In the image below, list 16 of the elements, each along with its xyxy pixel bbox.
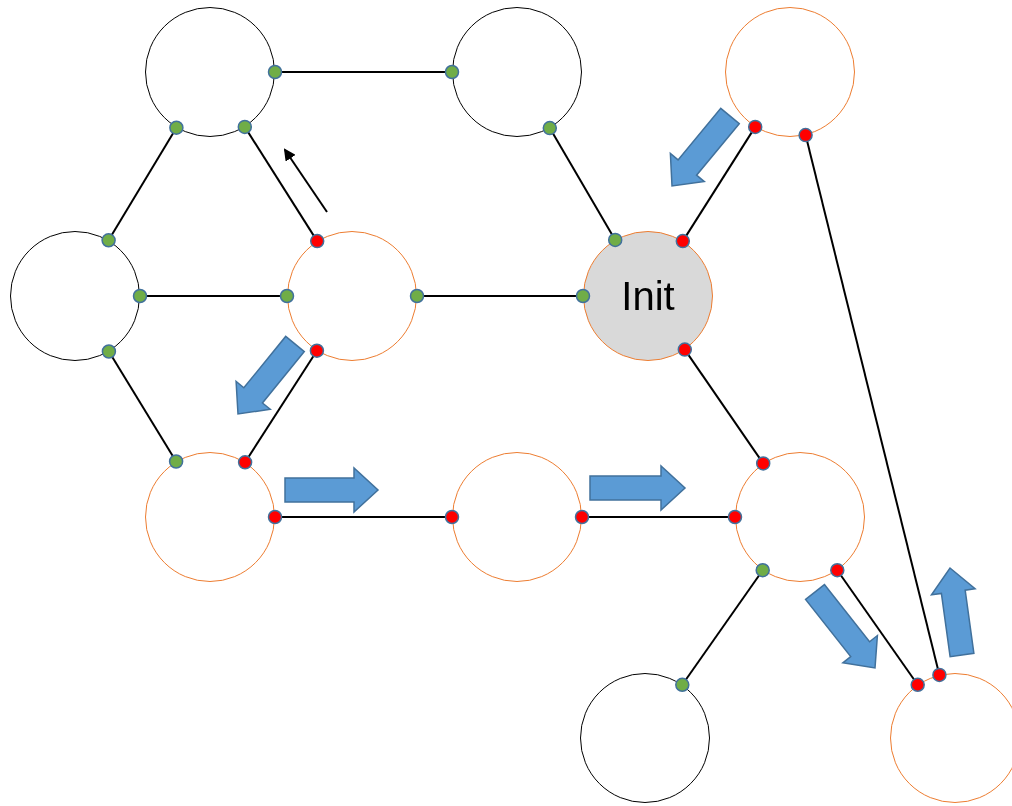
connector-line <box>132 288 295 304</box>
connector-line <box>237 343 325 470</box>
connector-line <box>237 119 325 249</box>
connector-line <box>830 562 925 693</box>
connector-line <box>409 288 591 304</box>
connector-line <box>267 509 460 525</box>
connector-line <box>675 562 770 693</box>
connector-line <box>267 64 460 80</box>
connector-line <box>101 120 184 248</box>
connector-line <box>798 127 947 683</box>
connector-line <box>542 120 623 248</box>
connector-line <box>677 342 771 471</box>
connector-line <box>574 509 743 525</box>
connector-line <box>101 344 184 469</box>
state-label: Init <box>621 273 675 319</box>
connector-line <box>675 119 763 249</box>
